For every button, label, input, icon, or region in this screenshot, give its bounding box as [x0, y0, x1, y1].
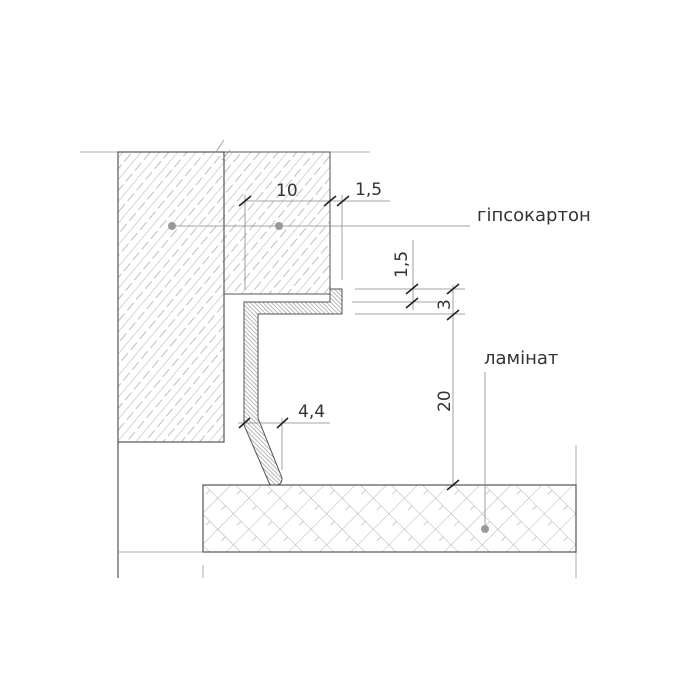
dim-gap-vertical: 1,5: [392, 251, 412, 278]
label-drywall: гіпсокартон: [477, 205, 591, 226]
leader-dot-laminate: [481, 525, 489, 533]
dim-bottom-offset: 4,4: [298, 402, 325, 422]
dim-profile-width: 10: [276, 181, 298, 201]
leader-dot-drywall: [275, 222, 283, 230]
skirting-profile: [243, 288, 343, 486]
leader-dot-wall: [168, 222, 176, 230]
dimension-lines: [172, 195, 486, 529]
laminate-section: [202, 484, 577, 553]
wall-section: [117, 151, 225, 443]
label-laminate: ламінат: [484, 348, 558, 369]
drywall-section: [223, 151, 331, 295]
dim-flange-thickness: 3: [435, 299, 455, 310]
dim-profile-height: 20: [435, 390, 455, 412]
dim-gap-horizontal: 1,5: [355, 180, 382, 200]
dimension-ticks: [238, 195, 460, 491]
